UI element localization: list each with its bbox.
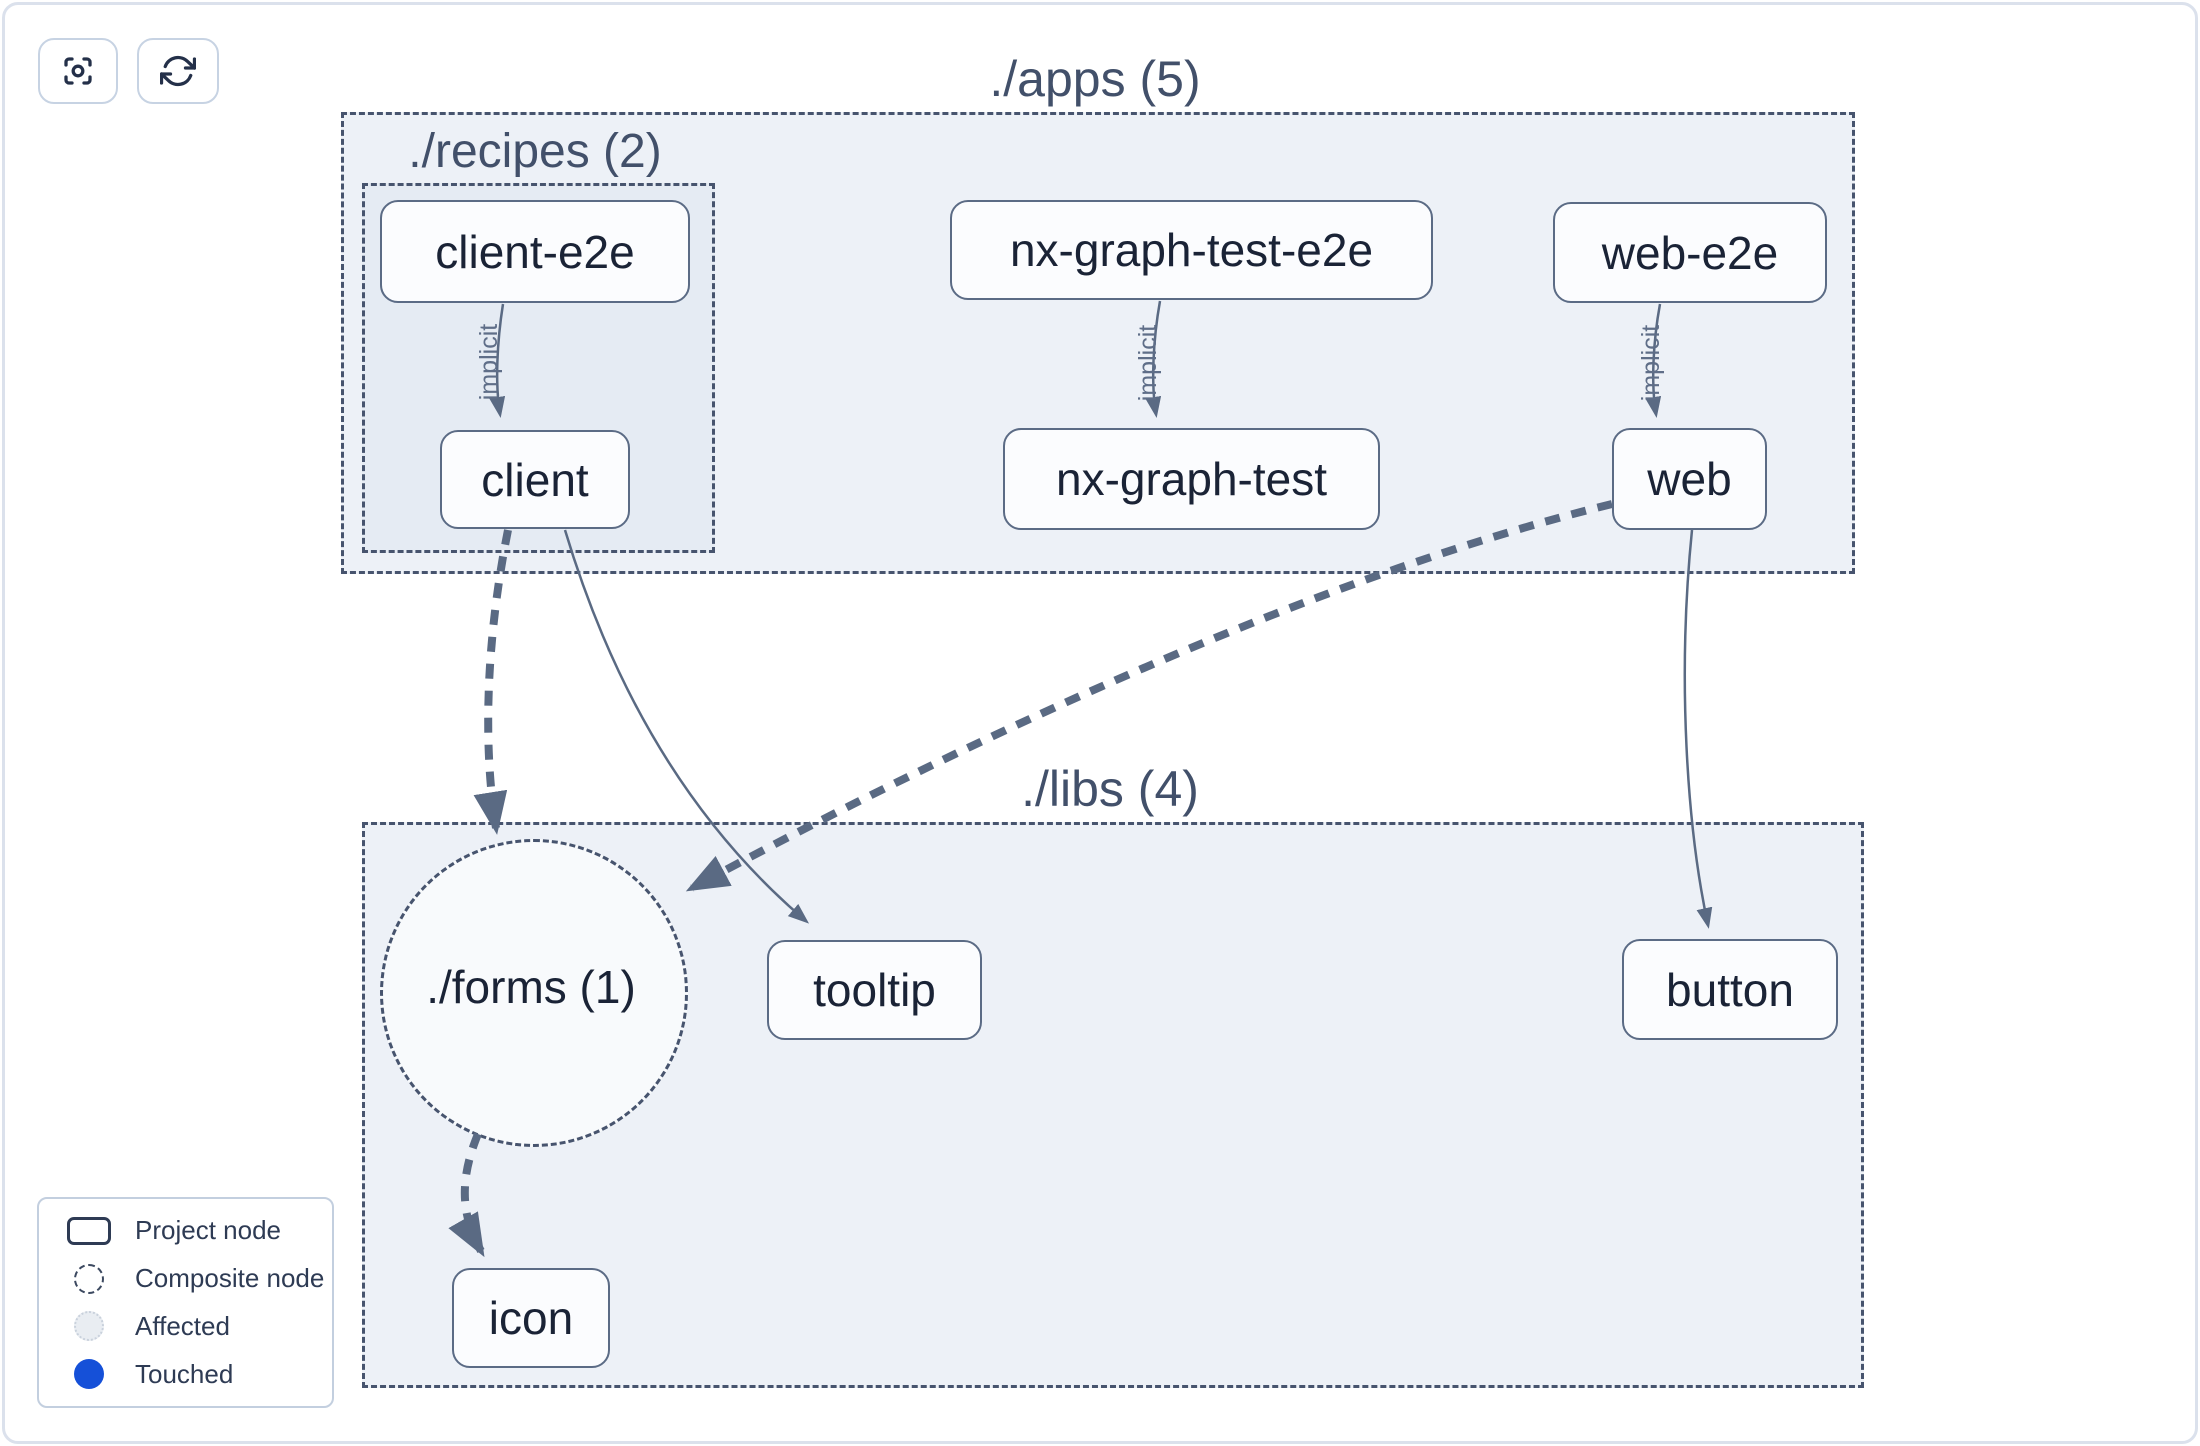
edge-label-implicit: implicit	[1134, 324, 1162, 402]
focus-button[interactable]	[38, 38, 118, 104]
graph-node-icon[interactable]: icon	[452, 1268, 610, 1368]
edge-client-e2e-to-client	[489, 303, 506, 418]
edge-web-to-button	[1683, 529, 1713, 929]
legend-item-composite-node: Composite node	[63, 1255, 332, 1303]
legend-label: Touched	[135, 1358, 234, 1389]
legend-item-affected: Affected	[63, 1303, 332, 1351]
legend-item-touched: Touched	[63, 1350, 332, 1398]
affected-swatch	[74, 1311, 104, 1342]
edge-forms-to-icon	[448, 1132, 485, 1258]
group-label-libs[interactable]: ./libs (4)	[1021, 761, 1199, 817]
graph-node-web-e2e[interactable]: web-e2e	[1553, 202, 1827, 303]
edge-web-e2e-to-web	[1645, 303, 1662, 418]
refresh-icon	[160, 55, 196, 87]
graph-node-nx-graph-test-e2e[interactable]: nx-graph-test-e2e	[950, 200, 1433, 300]
edge-client-to-tooltip	[563, 529, 810, 924]
focus-icon	[64, 57, 92, 85]
refresh-button[interactable]	[137, 38, 219, 104]
composite-node-forms-label[interactable]: ./forms (1)	[426, 961, 636, 1013]
graph-node-client[interactable]: client	[440, 430, 630, 529]
edge-nx-graph-test-e2e-to-nx-graph-test	[1145, 300, 1162, 418]
legend: Project node Composite node Affected Tou…	[37, 1197, 334, 1408]
edge-label-implicit: implicit	[475, 323, 503, 401]
legend-label: Composite node	[135, 1263, 325, 1294]
group-label-recipes[interactable]: ./recipes (2)	[408, 125, 662, 178]
graph-node-button[interactable]: button	[1622, 939, 1838, 1040]
legend-label: Project node	[135, 1215, 281, 1246]
legend-item-project-node: Project node	[63, 1207, 332, 1255]
project-node-swatch	[67, 1216, 111, 1245]
graph-node-client-e2e[interactable]: client-e2e	[380, 200, 690, 303]
edge-web-to-forms	[685, 500, 1613, 892]
legend-label: Affected	[135, 1310, 230, 1341]
graph-node-web[interactable]: web	[1612, 428, 1767, 530]
group-label-apps[interactable]: ./apps (5)	[989, 51, 1201, 107]
edge-label-implicit: implicit	[1637, 324, 1665, 402]
composite-node-swatch	[74, 1263, 104, 1294]
edge-client-to-forms	[473, 529, 512, 835]
graph-node-nx-graph-test[interactable]: nx-graph-test	[1003, 428, 1380, 530]
composite-node-forms[interactable]	[380, 839, 688, 1147]
graph-node-tooltip[interactable]: tooltip	[767, 940, 982, 1040]
touched-swatch	[74, 1359, 104, 1390]
